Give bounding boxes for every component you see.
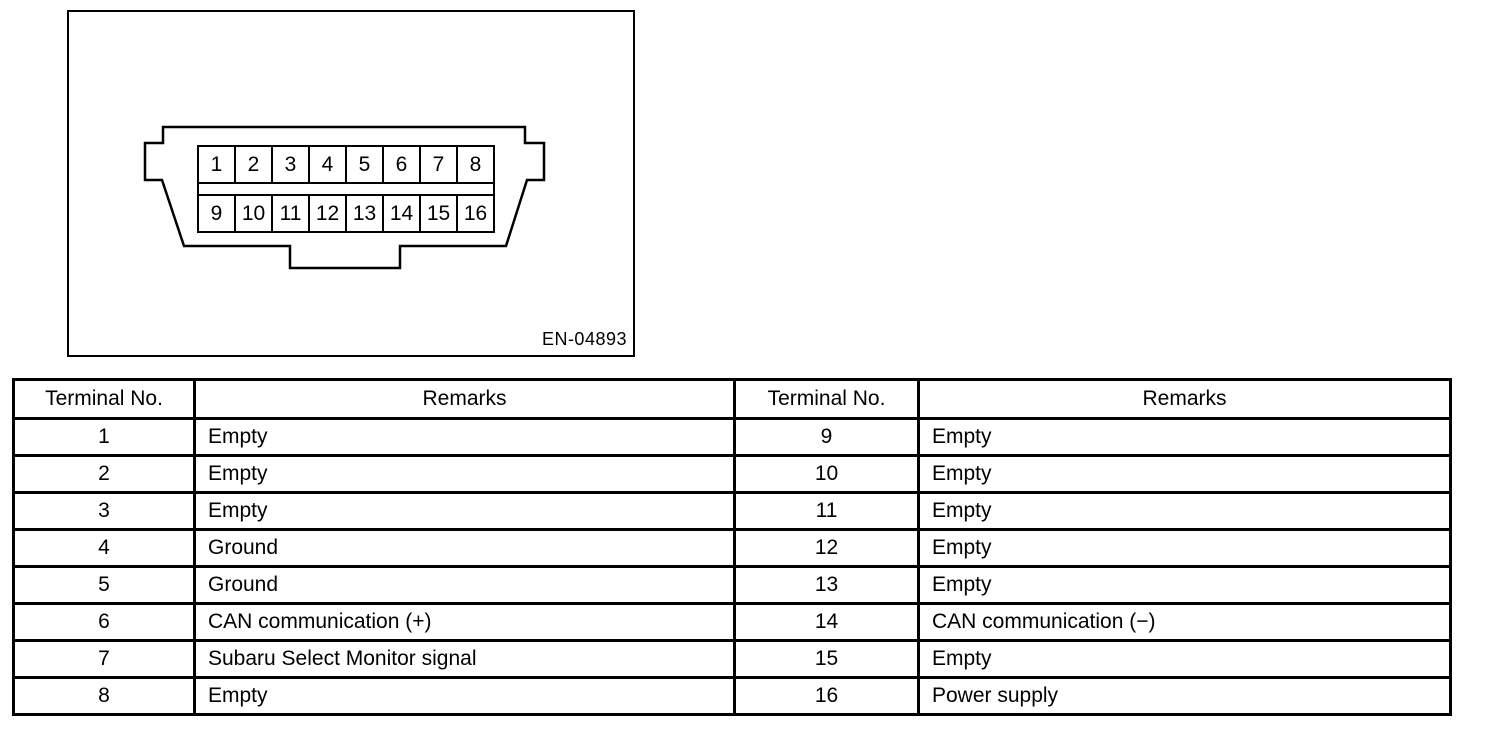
pin-cell-6: 6 [384, 147, 421, 182]
remarks-cell: Empty [193, 454, 736, 494]
remarks-cell: Empty [917, 528, 1452, 568]
pin-cell-1: 1 [199, 147, 236, 182]
figure-code-label: EN-04893 [541, 329, 627, 349]
terminal-no-cell: 16 [733, 676, 920, 716]
pin-cell-5: 5 [347, 147, 384, 182]
pin-cell-15: 15 [421, 196, 458, 231]
pin-row-divider [199, 182, 493, 196]
table-row: 6 CAN communication (+) 14 CAN communica… [12, 602, 1452, 642]
terminal-no-cell: 9 [733, 417, 920, 457]
terminal-no-cell: 13 [733, 565, 920, 605]
pin-row-top: 1 2 3 4 5 6 7 8 [199, 147, 493, 182]
remarks-cell: Power supply [917, 676, 1452, 716]
remarks-cell: Empty [917, 491, 1452, 531]
remarks-cell: Empty [917, 565, 1452, 605]
pin-cell-4: 4 [310, 147, 347, 182]
connector-pin-grid: 1 2 3 4 5 6 7 8 9 10 11 12 13 14 15 16 [197, 145, 495, 233]
pin-cell-13: 13 [347, 196, 384, 231]
pin-cell-9: 9 [199, 196, 236, 231]
remarks-cell: Empty [193, 491, 736, 531]
header-remarks-right: Remarks [917, 378, 1452, 420]
table-row: 8 Empty 16 Power supply [12, 676, 1452, 716]
table-row: 5 Ground 13 Empty [12, 565, 1452, 605]
terminal-no-cell: 12 [733, 528, 920, 568]
header-remarks-left: Remarks [193, 378, 736, 420]
terminal-no-cell: 8 [12, 676, 196, 716]
pin-cell-12: 12 [310, 196, 347, 231]
table-row: 2 Empty 10 Empty [12, 454, 1452, 494]
remarks-cell: Ground [193, 565, 736, 605]
connector-figure: 1 2 3 4 5 6 7 8 9 10 11 12 13 14 15 16 E… [67, 10, 635, 357]
terminal-no-cell: 11 [733, 491, 920, 531]
remarks-cell: CAN communication (+) [193, 602, 736, 642]
terminal-no-cell: 3 [12, 491, 196, 531]
terminal-no-cell: 7 [12, 639, 196, 679]
pin-cell-2: 2 [236, 147, 273, 182]
remarks-cell: Empty [917, 454, 1452, 494]
remarks-cell: Ground [193, 528, 736, 568]
pin-cell-10: 10 [236, 196, 273, 231]
pin-cell-16: 16 [463, 202, 488, 225]
terminal-no-cell: 1 [12, 417, 196, 457]
pin-cell-3: 3 [273, 147, 310, 182]
terminal-table: Terminal No. Remarks Terminal No. Remark… [12, 378, 1452, 716]
terminal-no-cell: 4 [12, 528, 196, 568]
terminal-no-cell: 10 [733, 454, 920, 494]
remarks-cell: Empty [193, 417, 736, 457]
table-row: 7 Subaru Select Monitor signal 15 Empty [12, 639, 1452, 679]
table-header-row: Terminal No. Remarks Terminal No. Remark… [12, 378, 1452, 420]
terminal-no-cell: 6 [12, 602, 196, 642]
table-row: 3 Empty 11 Empty [12, 491, 1452, 531]
remarks-cell: Subaru Select Monitor signal [193, 639, 736, 679]
terminal-no-cell: 2 [12, 454, 196, 494]
remarks-cell: CAN communication (−) [917, 602, 1452, 642]
table-row: 4 Ground 12 Empty [12, 528, 1452, 568]
remarks-cell: Empty [917, 417, 1452, 457]
pin-row-bottom: 9 10 11 12 13 14 15 16 [199, 196, 493, 231]
header-terminal-no-left: Terminal No. [12, 378, 196, 420]
pin-cell-8: 8 [469, 153, 482, 176]
table-row: 1 Empty 9 Empty [12, 417, 1452, 457]
pin-cell-14: 14 [384, 196, 421, 231]
remarks-cell: Empty [917, 639, 1452, 679]
terminal-no-cell: 14 [733, 602, 920, 642]
terminal-no-cell: 15 [733, 639, 920, 679]
terminal-no-cell: 5 [12, 565, 196, 605]
pin-cell-11: 11 [273, 196, 310, 231]
pin-cell-7: 7 [421, 147, 458, 182]
remarks-cell: Empty [193, 676, 736, 716]
header-terminal-no-right: Terminal No. [733, 378, 920, 420]
